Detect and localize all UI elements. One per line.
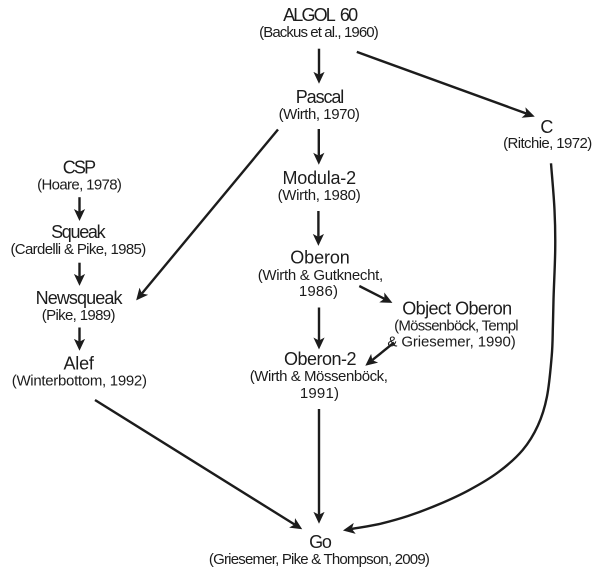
svg-text:Oberon-2: Oberon-2 (284, 349, 357, 369)
svg-text:(Wirth, 1970): (Wirth, 1970) (279, 106, 360, 123)
svg-text:Alef: Alef (63, 354, 94, 374)
svg-text:1991): 1991) (300, 385, 339, 402)
svg-text:(Backus et al., 1960): (Backus et al., 1960) (259, 24, 379, 41)
svg-text:(Wirth & Mössenböck,: (Wirth & Mössenböck, (250, 368, 388, 385)
svg-text:Newsqueak: Newsqueak (36, 288, 124, 308)
svg-text:ALGOL 60: ALGOL 60 (283, 5, 358, 25)
svg-text:Object Oberon: Object Oberon (402, 298, 511, 318)
svg-text:Pascal: Pascal (296, 87, 344, 107)
svg-text:(Winterbottom, 1992): (Winterbottom, 1992) (12, 373, 147, 390)
svg-text:(Ritchie, 1972): (Ritchie, 1972) (503, 135, 592, 152)
svg-text:(Wirth, 1980): (Wirth, 1980) (278, 187, 361, 204)
svg-text:Oberon: Oberon (290, 248, 349, 268)
svg-text:(Hoare, 1978): (Hoare, 1978) (37, 177, 122, 194)
svg-text:(Mössenböck, Templ: (Mössenböck, Templ (394, 317, 518, 334)
svg-text:(Pike, 1989): (Pike, 1989) (42, 307, 116, 324)
svg-text:(Wirth & Gutknecht,: (Wirth & Gutknecht, (258, 267, 383, 284)
svg-text:(Griesemer, Pike & Thompson, 2: (Griesemer, Pike & Thompson, 2009) (209, 551, 430, 568)
svg-text:& Griesemer, 1990): & Griesemer, 1990) (387, 334, 515, 351)
svg-text:(Cardelli & Pike, 1985): (Cardelli & Pike, 1985) (10, 241, 146, 258)
svg-text:Modula-2: Modula-2 (282, 168, 356, 188)
svg-text:C: C (540, 117, 553, 137)
svg-text:Squeak: Squeak (51, 222, 107, 242)
svg-text:1986): 1986) (299, 283, 338, 300)
svg-text:Go: Go (309, 532, 332, 552)
svg-text:CSP: CSP (63, 158, 96, 178)
